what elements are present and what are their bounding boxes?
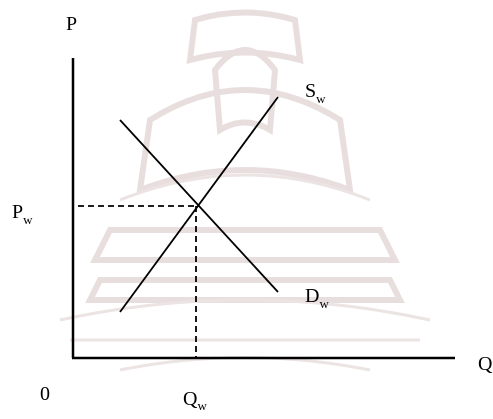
demand-label: Dw: [305, 285, 329, 311]
origin-label: 0: [40, 383, 50, 405]
quantity-letter: Q: [183, 388, 198, 410]
watermark-emblem: [59, 9, 431, 372]
price-subscript: w: [23, 212, 33, 227]
price-letter: P: [12, 201, 23, 223]
supply-curve: [119, 96, 279, 313]
demand-subscript: w: [319, 296, 329, 311]
demand-letter: D: [305, 285, 319, 307]
y-axis-label: P: [66, 13, 77, 35]
equilibrium-quantity-label: Qw: [183, 388, 207, 413]
demand-curve: [119, 119, 279, 293]
supply-label: Sw: [305, 80, 326, 106]
x-axis-label: Q: [478, 353, 493, 375]
quantity-subscript: w: [197, 398, 207, 413]
equilibrium-price-label: Pw: [12, 201, 33, 227]
supply-subscript: w: [316, 91, 326, 106]
supply-letter: S: [305, 80, 316, 102]
